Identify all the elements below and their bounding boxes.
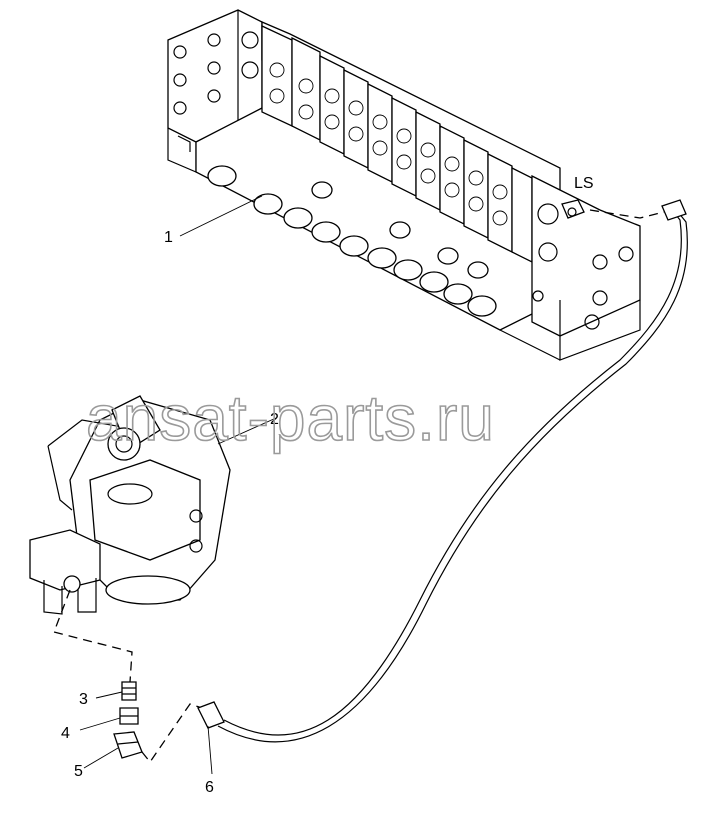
ls-port-label: LS [574, 175, 594, 192]
spool-caps [207, 165, 497, 317]
leader-lines [79, 195, 277, 775]
hydraulic-pump [29, 395, 231, 615]
fitting-nut [119, 707, 139, 725]
connection-lines [53, 209, 665, 764]
end-plate-bolts [173, 31, 259, 115]
callout-6: 6 [205, 779, 214, 796]
callout-1: 1 [164, 229, 173, 246]
section-ports [269, 62, 508, 226]
callout-3: 3 [79, 691, 88, 708]
callout-4: 4 [61, 725, 70, 742]
ls-port-fitting [561, 199, 585, 219]
valve-sections [261, 24, 533, 264]
watermark: ansat-parts.ru [86, 382, 495, 454]
control-valve-assembly [167, 9, 641, 361]
callout-2: 2 [270, 411, 279, 428]
fitting-adapter [121, 681, 137, 701]
hydraulic-hose [197, 199, 688, 743]
inlet-plate-bolts [532, 203, 634, 330]
fitting-elbow [113, 731, 143, 759]
callout-5: 5 [74, 763, 83, 780]
